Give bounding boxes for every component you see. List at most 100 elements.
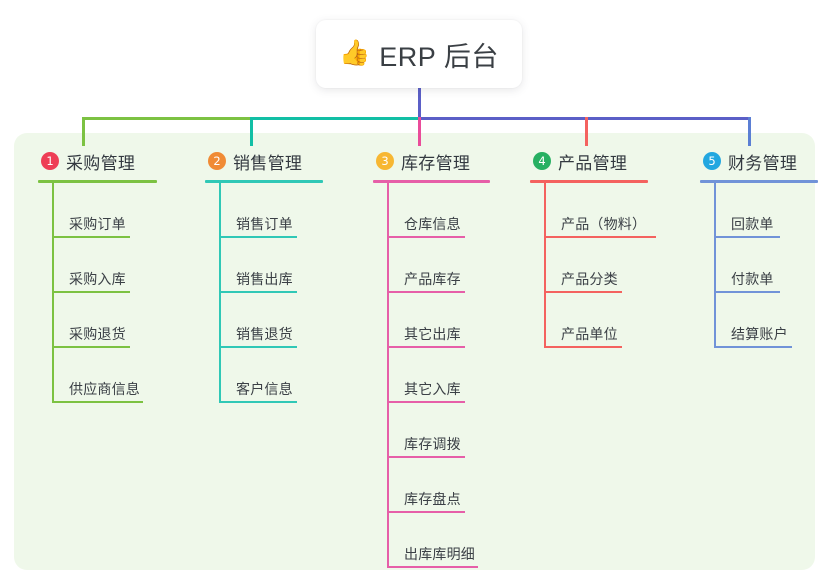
list-item[interactable]: 结算账户: [714, 293, 818, 348]
list-item[interactable]: 产品（物料）: [544, 183, 656, 238]
root-node-label: ERP 后台: [379, 41, 499, 72]
list-item[interactable]: 采购入库: [52, 238, 157, 293]
connector-drop-inventory: [418, 117, 421, 146]
connector-drop-product: [585, 117, 588, 146]
list-item-underline: [387, 346, 465, 348]
branch-spine: [544, 183, 546, 348]
branch-header-inventory[interactable]: 3 库存管理: [373, 148, 490, 174]
branch-column-sales: 2 销售管理销售订单销售出库销售退货客户信息: [205, 148, 323, 403]
list-item-label: 结算账户: [731, 326, 788, 342]
list-item-underline: [52, 401, 143, 403]
list-item[interactable]: 销售订单: [219, 183, 323, 238]
list-item-label: 销售订单: [236, 216, 293, 232]
branch-item-list-inventory: 仓库信息产品库存其它出库其它入库库存调拨库存盘点出库库明细: [387, 183, 490, 568]
list-item-underline: [219, 346, 297, 348]
list-item-label: 产品（物料）: [561, 216, 647, 232]
list-item[interactable]: 产品分类: [544, 238, 648, 293]
list-item[interactable]: 回款单: [714, 183, 818, 238]
connector-drop-finance: [748, 117, 751, 146]
list-item-underline: [387, 456, 465, 458]
list-item-underline: [219, 401, 297, 403]
list-item-underline: [714, 346, 792, 348]
list-item[interactable]: 采购订单: [52, 183, 157, 238]
branch-underline: [373, 180, 490, 183]
list-item-underline: [52, 291, 130, 293]
list-item[interactable]: 客户信息: [219, 348, 323, 403]
list-item-label: 销售出库: [236, 271, 293, 287]
list-item-label: 销售退货: [236, 326, 293, 342]
list-item[interactable]: 供应商信息: [52, 348, 157, 403]
branch-title: 库存管理: [401, 153, 471, 173]
branch-column-finance: 5 财务管理回款单付款单结算账户: [700, 148, 818, 348]
list-item-label: 付款单: [731, 271, 774, 287]
list-item-label: 采购入库: [69, 271, 126, 287]
list-item[interactable]: 销售退货: [219, 293, 323, 348]
branch-number-badge: 5: [703, 152, 721, 170]
branch-number-badge: 2: [208, 152, 226, 170]
list-item-underline: [52, 236, 130, 238]
list-item[interactable]: 销售出库: [219, 238, 323, 293]
branch-header-sales[interactable]: 2 销售管理: [205, 148, 323, 174]
list-item-underline: [544, 291, 622, 293]
list-item-underline: [219, 291, 297, 293]
list-item-label: 仓库信息: [404, 216, 461, 232]
branches-panel: [14, 133, 815, 570]
branch-spine: [52, 183, 54, 403]
branch-spine: [219, 183, 221, 403]
list-item-label: 采购订单: [69, 216, 126, 232]
list-item[interactable]: 其它出库: [387, 293, 490, 348]
list-item-label: 出库库明细: [404, 546, 475, 562]
list-item[interactable]: 其它入库: [387, 348, 490, 403]
branch-underline: [700, 180, 818, 183]
list-item-underline: [714, 236, 780, 238]
branch-number-badge: 4: [533, 152, 551, 170]
branch-header-purchasing[interactable]: 1 采购管理: [38, 148, 157, 174]
branch-title: 采购管理: [66, 153, 136, 173]
list-item-underline: [219, 236, 297, 238]
branch-spine: [387, 183, 389, 568]
connector-segment-green: [82, 117, 250, 120]
branch-underline: [530, 180, 648, 183]
list-item-underline: [387, 401, 465, 403]
list-item-label: 其它出库: [404, 326, 461, 342]
list-item[interactable]: 出库库明细: [387, 513, 490, 568]
list-item[interactable]: 产品单位: [544, 293, 648, 348]
list-item-label: 产品库存: [404, 271, 461, 287]
branch-item-list-purchasing: 采购订单采购入库采购退货供应商信息: [52, 183, 157, 403]
list-item-label: 其它入库: [404, 381, 461, 397]
list-item-label: 客户信息: [236, 381, 293, 397]
list-item-label: 产品单位: [561, 326, 618, 342]
branch-item-list-sales: 销售订单销售出库销售退货客户信息: [219, 183, 323, 403]
connector-segment-teal: [250, 117, 418, 120]
connector-drop-purchasing: [82, 117, 85, 146]
thumbs-up-icon: 👍: [339, 38, 371, 67]
list-item[interactable]: 库存盘点: [387, 458, 490, 513]
list-item[interactable]: 仓库信息: [387, 183, 490, 238]
list-item-label: 回款单: [731, 216, 774, 232]
branch-column-purchasing: 1 采购管理采购订单采购入库采购退货供应商信息: [38, 148, 157, 403]
list-item[interactable]: 产品库存: [387, 238, 490, 293]
branch-header-finance[interactable]: 5 财务管理: [700, 148, 818, 174]
list-item[interactable]: 库存调拨: [387, 403, 490, 458]
branch-underline: [205, 180, 323, 183]
branch-spine: [714, 183, 716, 348]
branch-number-badge: 1: [41, 152, 59, 170]
list-item[interactable]: 采购退货: [52, 293, 157, 348]
list-item-underline: [387, 511, 465, 513]
branch-title: 财务管理: [728, 153, 798, 173]
root-stem-connector: [418, 88, 421, 120]
list-item-label: 供应商信息: [69, 381, 140, 397]
list-item-underline: [714, 291, 780, 293]
list-item-label: 采购退货: [69, 326, 126, 342]
branch-number-badge: 3: [376, 152, 394, 170]
list-item-underline: [544, 236, 656, 238]
branch-item-list-product: 产品（物料） 产品分类产品单位: [544, 183, 656, 348]
list-item-underline: [387, 566, 478, 568]
connector-drop-sales: [250, 117, 253, 146]
branch-column-inventory: 3 库存管理仓库信息产品库存其它出库其它入库库存调拨库存盘点出库库明细: [373, 148, 490, 568]
branch-title: 销售管理: [233, 153, 303, 173]
list-item[interactable]: 付款单: [714, 238, 818, 293]
root-node[interactable]: 👍 ERP 后台: [316, 20, 522, 88]
